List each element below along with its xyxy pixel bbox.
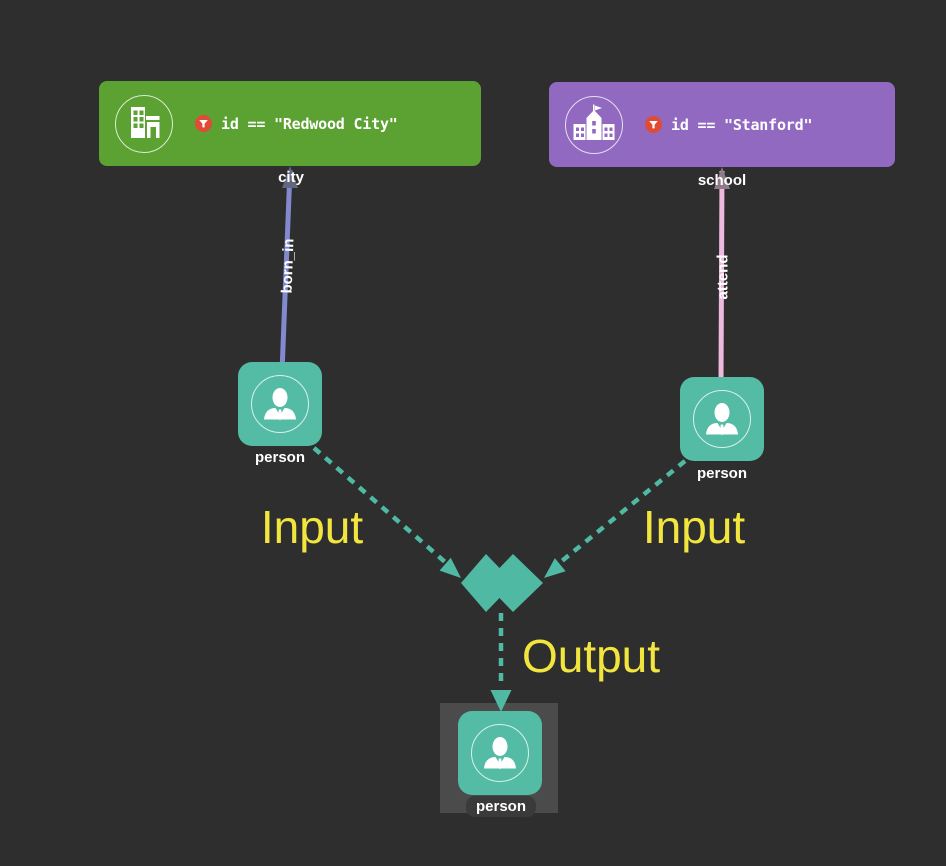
person-icon (251, 375, 309, 433)
filter-icon (645, 116, 662, 133)
node-person-output[interactable] (458, 711, 542, 795)
node-person-right-label: person (696, 465, 747, 482)
input-right-label: Input (642, 501, 746, 553)
output-label: Output (521, 630, 661, 682)
city-buildings-icon (115, 94, 173, 153)
attend-edge-line[interactable] (718, 170, 725, 381)
born-in-arrowhead-icon (282, 166, 298, 188)
output-label-pill (466, 796, 536, 817)
node-person-right[interactable] (680, 377, 764, 461)
node-person-output-label: person (475, 798, 526, 815)
input-left-label: Input (260, 501, 364, 553)
attend-arrowhead-icon (714, 167, 730, 189)
person-icon (471, 724, 529, 782)
node-person-left-label: person (254, 449, 305, 466)
filter-icon (195, 115, 212, 132)
school-icon (565, 95, 623, 154)
school-filter-text: id == "Stanford" (671, 115, 813, 134)
node-school-label: school (697, 172, 747, 189)
person-icon (693, 390, 751, 448)
node-school[interactable]: id == "Stanford" (549, 82, 895, 167)
input-right-arrowhead-icon (544, 558, 566, 578)
merge-diamond-right-icon (485, 554, 543, 612)
node-person-left[interactable] (238, 362, 322, 446)
input-left-flow-line (312, 446, 454, 570)
city-filter-text: id == "Redwood City" (221, 114, 398, 133)
input-right-flow-line (550, 459, 687, 571)
born-in-edge-line[interactable] (279, 169, 293, 373)
input-left-arrowhead-icon (439, 557, 461, 578)
node-city-label: city (278, 169, 304, 186)
node-city[interactable]: id == "Redwood City" (99, 81, 481, 166)
output-arrowhead-icon (490, 690, 512, 712)
